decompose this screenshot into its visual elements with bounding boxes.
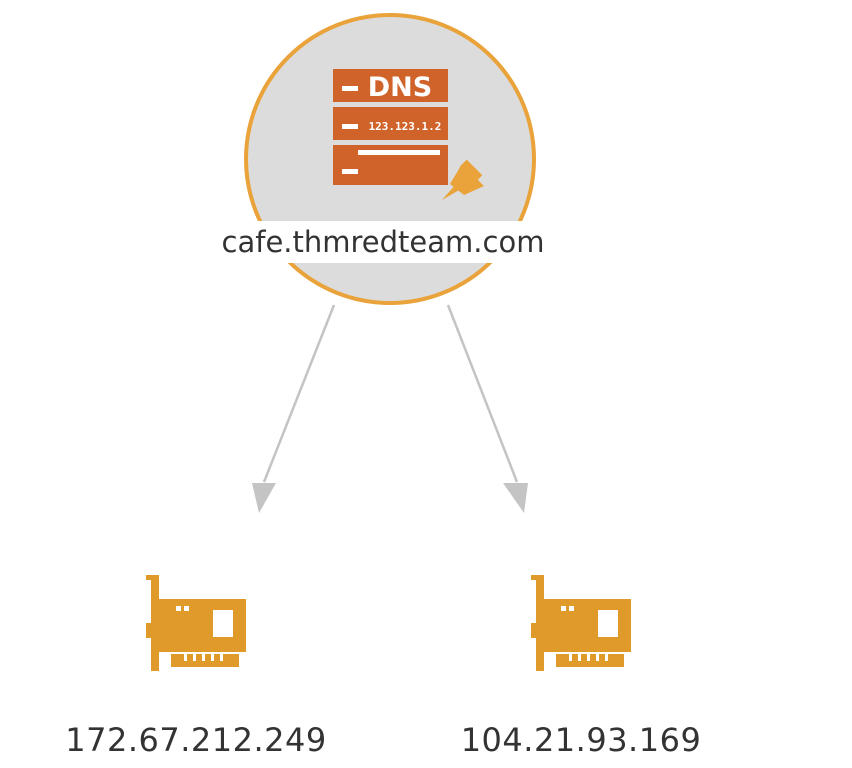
- ip-node-label-2[interactable]: 104.21.93.169: [460, 721, 702, 759]
- edge-domain-to-ip-1: [252, 304, 336, 513]
- arrowhead-icon: [252, 483, 276, 513]
- network-card-icon: [146, 575, 246, 671]
- arrowhead-icon: [503, 483, 528, 513]
- dns-server-ip: 123.123.1.2: [369, 120, 442, 133]
- edge-domain-to-ip-2: [446, 304, 528, 513]
- domain-node-label: cafe.thmredteam.com: [198, 221, 568, 263]
- ip-node-label-1[interactable]: 172.67.212.249: [65, 721, 327, 759]
- dns-server-icon: DNS 123.123.1.2: [333, 69, 448, 185]
- dns-server-title: DNS: [368, 72, 432, 103]
- network-card-icon: [531, 575, 631, 671]
- pin-icon: [442, 159, 484, 200]
